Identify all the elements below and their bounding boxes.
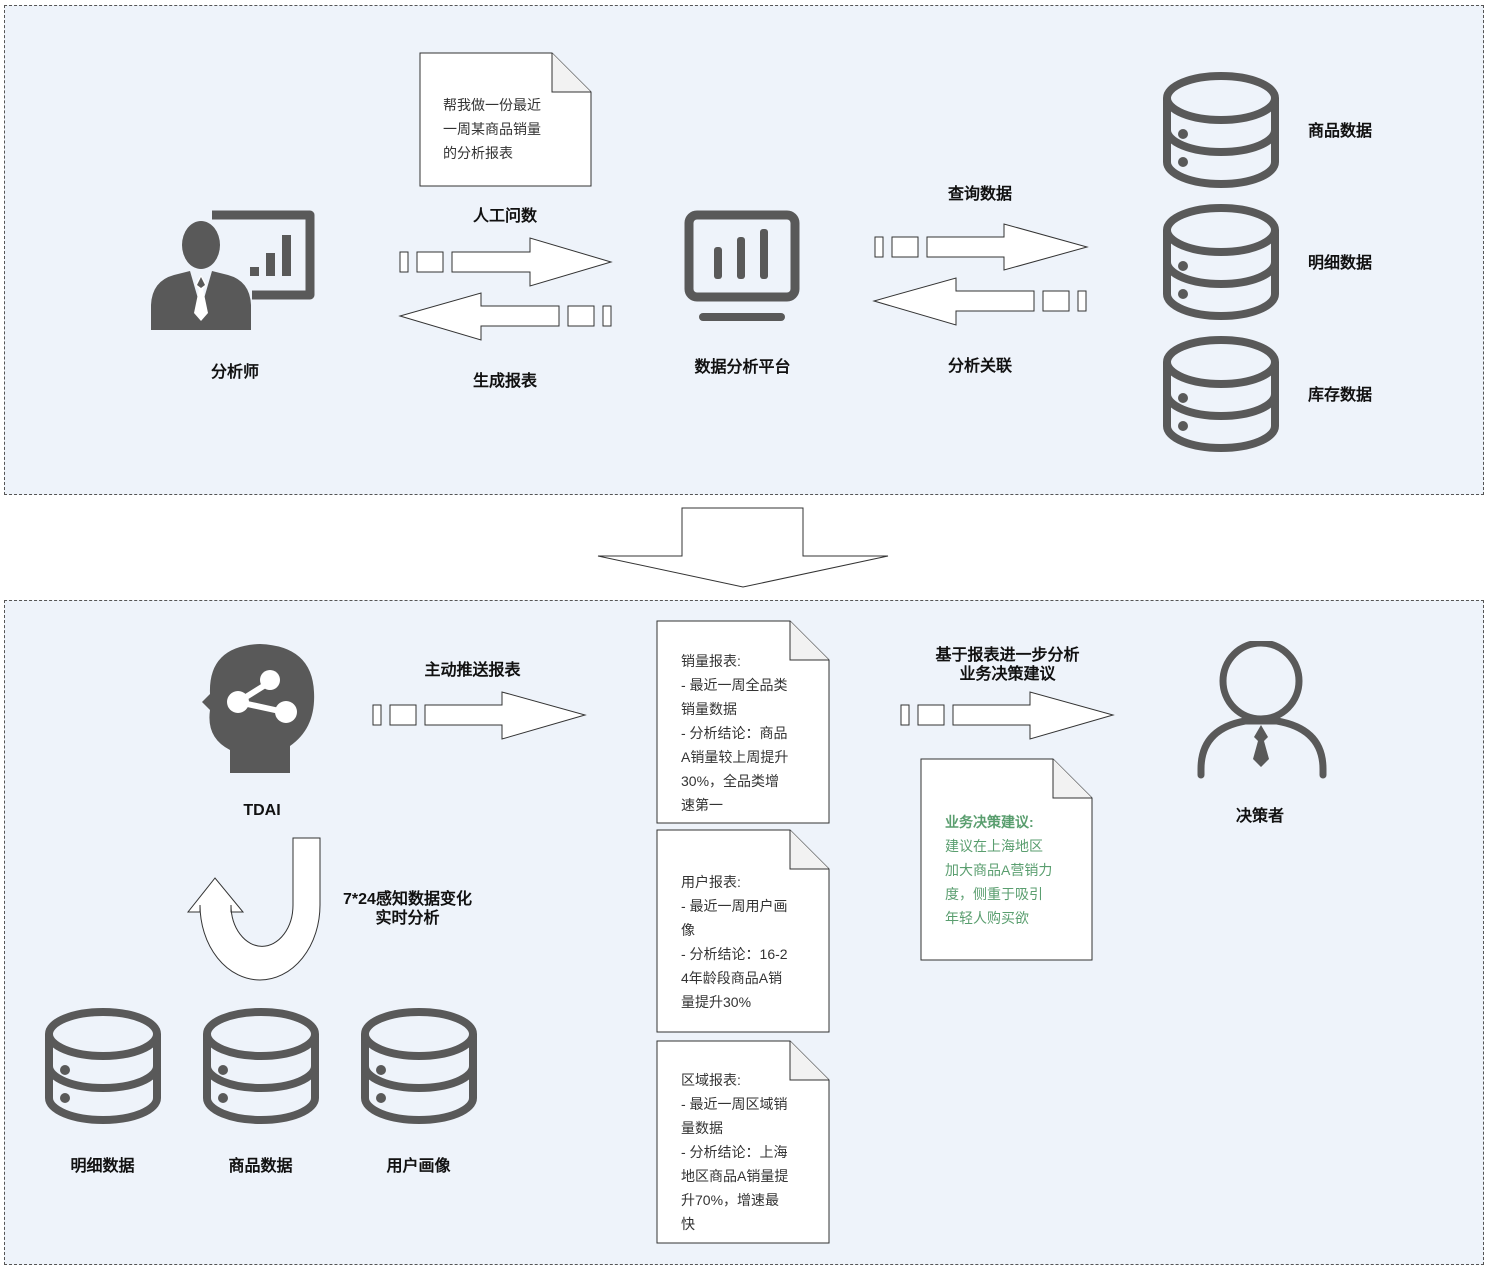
inventory-db-icon [1163,336,1279,452]
decider-label: 决策者 [1235,808,1284,825]
ask-arrow [399,237,613,287]
loop-arrow [186,837,321,981]
report-arrow [398,292,612,341]
advice-title: 业务决策建议: [945,814,1034,830]
push-arrow [372,691,587,740]
detail-db-icon [1163,204,1279,320]
analyst-label: 分析师 [210,364,259,381]
user-report-shape [656,829,830,1033]
goods-db-icon [1163,72,1279,188]
loop-label: 7*24感知数据变化 实时分析 [343,891,472,927]
goods-db-label-bottom: 商品数据 [228,1158,293,1175]
tdai-brain-icon [202,644,315,773]
region-report-shape [656,1040,830,1244]
question-note-shape [419,52,592,187]
question-note-text: 帮我做一份最近 一周某商品销量 的分析报表 [443,97,541,161]
ask-label: 人工问数 [472,208,537,225]
query-arrow [874,223,1089,271]
advice-note-shape [920,758,1093,961]
goods-db-icon-bottom [203,1008,319,1124]
region-report-text: 区域报表: - 最近一周区域销 量数据 - 分析结论：上海 地区商品A销量提 升… [681,1072,789,1232]
transition-down-arrow [597,507,889,588]
sales-report-text: 销量报表: - 最近一周全品类 销量数据 - 分析结论：商品 A销量较上周提升 … [681,653,789,813]
analyst-icon [151,210,315,330]
user-profile-db-label: 用户画像 [386,1158,451,1175]
next-step-arrow [900,691,1115,740]
advice-body: 建议在上海地区 加大商品A营销力 度，侧重于吸引 年轻人购买欲 [945,838,1053,926]
next-step-label: 基于报表进一步分析 业务决策建议 [935,647,1080,683]
sales-report-shape [656,620,830,824]
platform-monitor-icon [684,210,800,321]
platform-label: 数据分析平台 [694,359,791,376]
decider-person-icon [1197,641,1327,779]
inventory-db-label: 库存数据 [1307,387,1372,404]
user-profile-db-icon [361,1008,477,1124]
push-label: 主动推送报表 [424,662,521,679]
goods-db-label: 商品数据 [1307,123,1372,140]
detail-db-label: 明细数据 [1307,255,1372,272]
query-label: 查询数据 [947,186,1012,203]
user-report-text: 用户报表: - 最近一周用户画 像 - 分析结论：16-2 4年龄段商品A销 量… [681,874,788,1010]
correlate-arrow [872,277,1087,326]
correlate-label: 分析关联 [947,358,1012,375]
tdai-label: TDAI [243,802,281,819]
report-label: 生成报表 [472,373,537,390]
detail-db-label-bottom: 明细数据 [70,1158,135,1175]
detail-db-icon-bottom [45,1008,161,1124]
